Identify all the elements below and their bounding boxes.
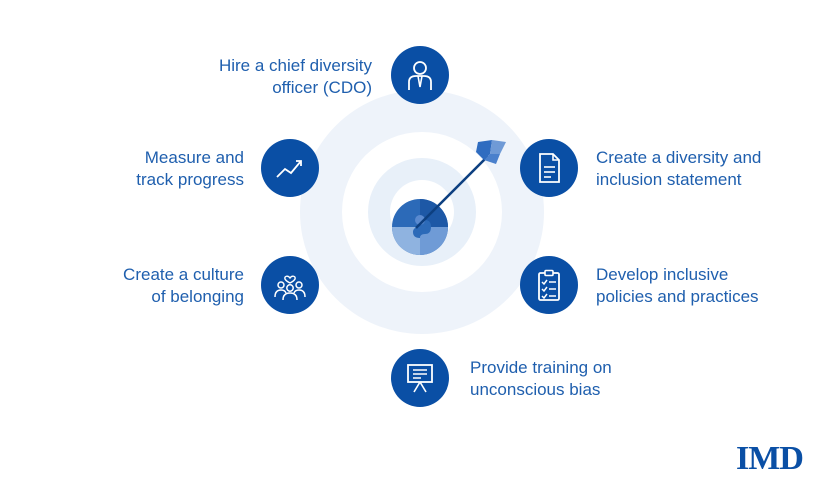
statement-label: Create a diversity and inclusion stateme… (596, 148, 762, 189)
training-node (391, 349, 449, 407)
progress-node (261, 139, 319, 197)
statement-node (520, 139, 578, 197)
cdo-node (391, 46, 449, 104)
belonging-node (261, 256, 319, 314)
person-tie-icon (408, 61, 432, 90)
trend-chart-icon (276, 160, 302, 178)
group-heart-icon (274, 275, 306, 301)
document-icon (539, 153, 560, 183)
belonging-label: Create a culture of belonging (123, 265, 244, 306)
cdo-label: Hire a chief diversity officer (CDO) (218, 56, 372, 97)
policies-node (520, 256, 578, 314)
training-label: Provide training on unconscious bias (470, 358, 612, 399)
target-puzzle-icon (392, 199, 448, 255)
policies-label: Develop inclusive policies and practices (596, 265, 759, 306)
presentation-board-icon (407, 364, 433, 393)
arrow-icon (415, 140, 506, 229)
imd-logo: IMD (736, 440, 804, 477)
progress-label: Measure and track progress (136, 148, 244, 189)
checklist-clipboard-icon (538, 269, 560, 301)
